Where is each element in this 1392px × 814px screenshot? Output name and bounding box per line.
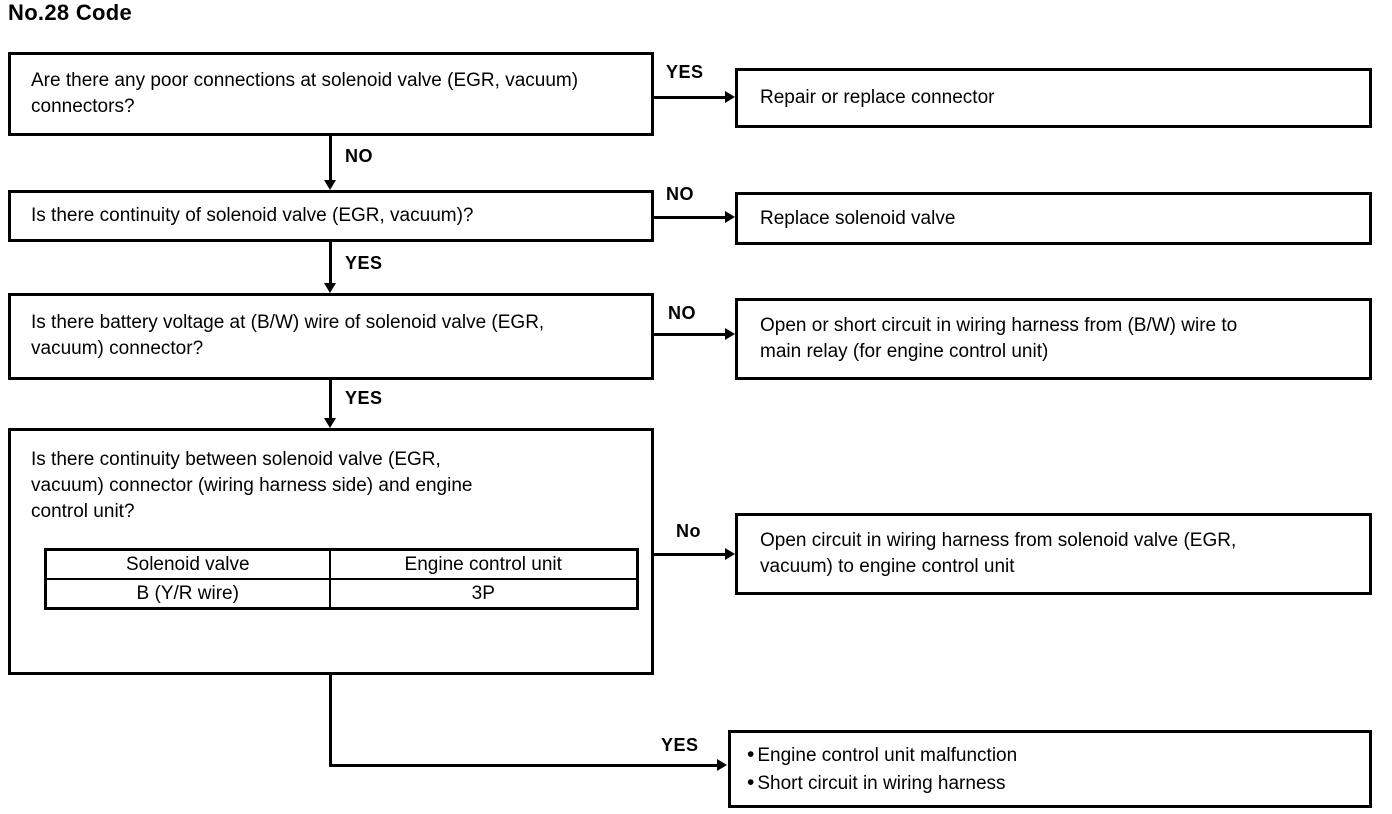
result-text-3: Open or short circuit in wiring harness … [760, 315, 1238, 362]
branch-label-no-3: NO [668, 303, 696, 323]
pin-table-header-ecu: Engine control unit [328, 548, 639, 580]
branch-label-yes-final: YES [661, 735, 699, 755]
pin-table: Solenoid valve Engine control unit B (Y/… [44, 548, 639, 610]
connector-final-vertical [329, 675, 332, 767]
final-result-item-2: Short circuit in wiring harness [747, 769, 1353, 797]
question-box-3: Is there battery voltage at (B/W) wire o… [8, 293, 654, 380]
arrow-right-icon-1 [725, 91, 735, 103]
arrow-right-icon-3 [725, 328, 735, 340]
result-box-2: Replace solenoid valve [735, 192, 1372, 245]
branch-label-no-down-1: NO [345, 146, 373, 166]
branch-label-no-4: No [676, 521, 701, 541]
final-result-box: Engine control unit malfunction Short ci… [728, 730, 1372, 808]
arrow-down-icon-1 [324, 180, 336, 190]
connector-side-3 [654, 333, 726, 336]
branch-label-yes-down-2: YES [345, 253, 383, 273]
connector-down-1 [329, 136, 332, 182]
connector-side-1 [654, 96, 726, 99]
connector-down-3 [329, 380, 332, 419]
question-box-4: Is there continuity between solenoid val… [8, 428, 654, 675]
pin-table-header-row: Solenoid valve Engine control unit [44, 548, 639, 580]
arrow-down-icon-2 [324, 283, 336, 293]
arrow-right-icon-2 [725, 211, 735, 223]
arrow-right-icon-4 [725, 548, 735, 560]
page-title: No.28 Code [8, 0, 133, 25]
question-box-1: Are there any poor connections at soleno… [8, 52, 654, 136]
branch-label-no-2: NO [666, 184, 694, 204]
pin-table-header-solenoid: Solenoid valve [44, 548, 331, 580]
question-text-3: Is there battery voltage at (B/W) wire o… [31, 312, 545, 359]
branch-label-yes-1: YES [666, 62, 704, 82]
question-text-4: Is there continuity between solenoid val… [31, 449, 473, 522]
result-text-4: Open circuit in wiring harness from sole… [760, 530, 1237, 577]
connector-final-horizontal [329, 764, 718, 767]
arrow-down-icon-3 [324, 418, 336, 428]
result-box-4: Open circuit in wiring harness from sole… [735, 513, 1372, 595]
result-text-2: Replace solenoid valve [760, 207, 956, 229]
branch-label-yes-down-3: YES [345, 388, 383, 408]
result-box-1: Repair or replace connector [735, 68, 1372, 128]
pin-table-cell-wire: B (Y/R wire) [44, 578, 331, 610]
arrow-right-icon-final [717, 759, 727, 771]
result-text-1: Repair or replace connector [760, 87, 995, 108]
final-result-list: Engine control unit malfunction Short ci… [747, 741, 1353, 797]
result-box-3: Open or short circuit in wiring harness … [735, 298, 1372, 380]
pin-table-row: B (Y/R wire) 3P [44, 578, 639, 610]
question-text-2: Is there continuity of solenoid valve (E… [31, 205, 474, 226]
question-box-2: Is there continuity of solenoid valve (E… [8, 190, 654, 242]
pin-table-cell-pin: 3P [328, 578, 639, 610]
question-text-1: Are there any poor connections at soleno… [31, 70, 579, 117]
connector-side-4 [654, 553, 726, 556]
final-result-item-1: Engine control unit malfunction [747, 741, 1353, 769]
connector-side-2 [654, 216, 726, 219]
connector-down-2 [329, 242, 332, 284]
